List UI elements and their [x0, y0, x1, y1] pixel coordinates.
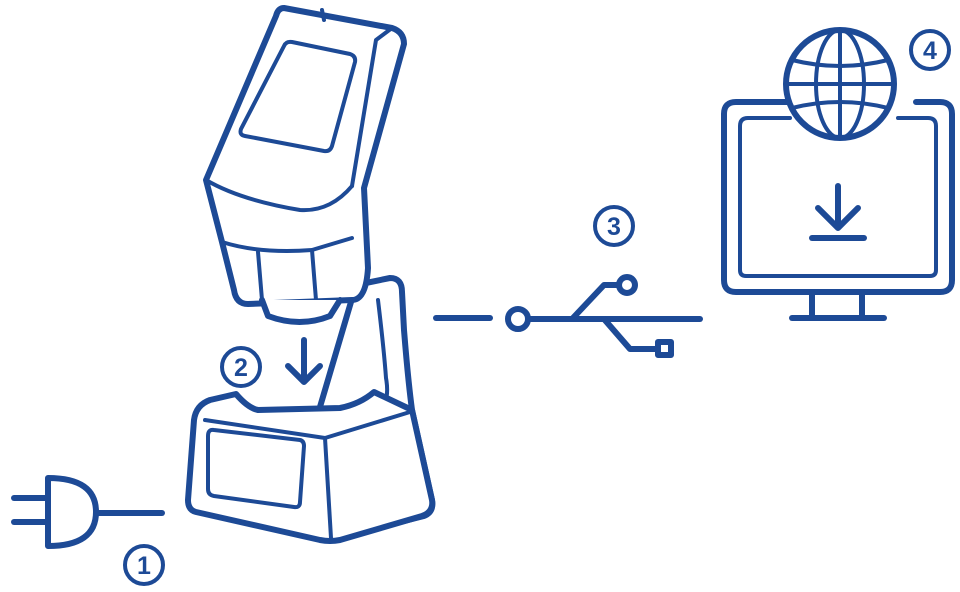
step-2-number: 2 — [234, 354, 248, 382]
step-1-number: 1 — [137, 552, 151, 580]
step-3-number: 3 — [607, 213, 621, 241]
usb-icon — [433, 274, 703, 358]
power-plug-icon — [11, 475, 165, 549]
step-2-badge: 2 — [220, 346, 262, 388]
step-4-number: 4 — [923, 37, 937, 65]
insert-arrow-icon — [285, 337, 323, 385]
computer-monitor-icon — [721, 99, 955, 321]
step-3-badge: 3 — [593, 205, 635, 247]
handheld-device — [203, 5, 407, 325]
globe-icon — [783, 27, 897, 141]
step-1-badge: 1 — [123, 544, 165, 586]
charging-cradle — [185, 275, 436, 544]
download-arrow-icon — [809, 183, 867, 241]
step-4-badge: 4 — [909, 29, 951, 71]
